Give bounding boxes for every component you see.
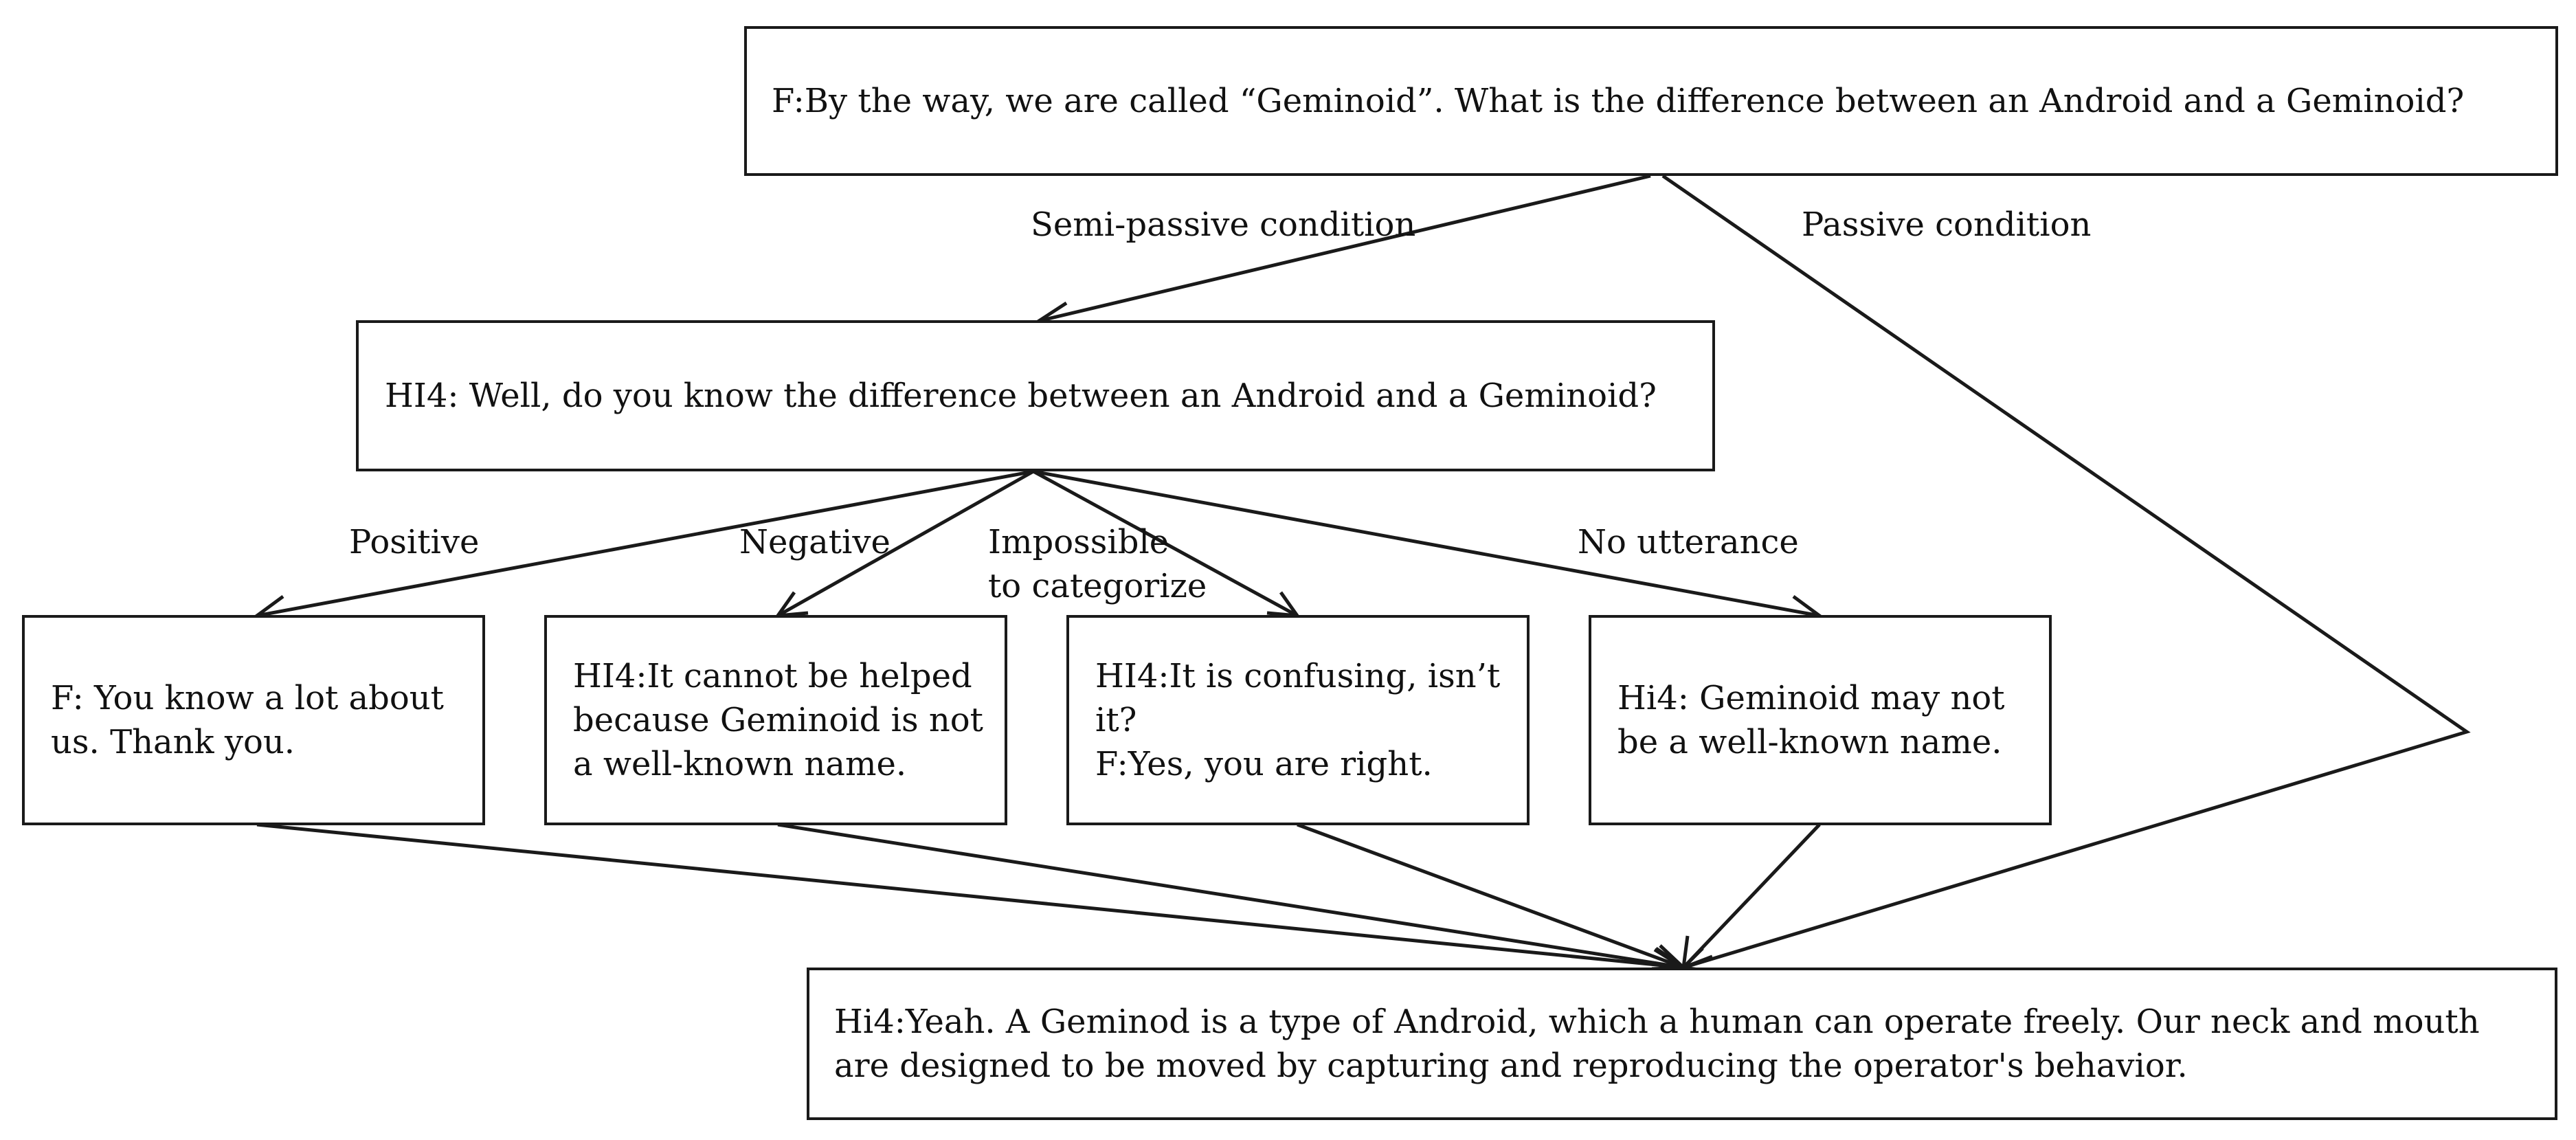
impossible-reply-line-3: F:Yes, you are right. xyxy=(1095,745,1433,783)
final-answer-line-1: Hi4:Yeah. A Geminod is a type of Android… xyxy=(834,1003,2480,1041)
arrow-impossible-to-final xyxy=(1297,823,1688,971)
label-passive-condition: Passive condition xyxy=(1802,205,2092,244)
no-utterance-reply-box: Hi4: Geminoid may not be a well-known na… xyxy=(1589,615,2052,825)
no-utterance-reply-line-2: be a well-known name. xyxy=(1617,723,2002,761)
label-semi-passive-condition: Semi-passive condition xyxy=(1031,205,1416,244)
label-no-utterance: No utterance xyxy=(1578,523,1799,561)
label-impossible-line-2: to categorize xyxy=(988,567,1207,605)
hi4-question-text: HI4: Well, do you know the difference be… xyxy=(385,377,1657,415)
final-answer-box: Hi4:Yeah. A Geminod is a type of Android… xyxy=(807,968,2557,1120)
positive-reply-line-1: F: You know a lot about xyxy=(51,679,444,717)
hi4-question-box: HI4: Well, do you know the difference be… xyxy=(356,320,1715,471)
negative-reply-box: HI4:It cannot be helped because Geminoid… xyxy=(544,615,1007,825)
top-question-box: F:By the way, we are called “Geminoid”. … xyxy=(744,26,2558,176)
impossible-reply-line-1: HI4:It is confusing, isn’t xyxy=(1095,657,1501,695)
label-positive: Positive xyxy=(349,523,480,561)
positive-reply-box: F: You know a lot about us. Thank you. xyxy=(22,615,485,825)
arrow-top-to-hi4-question xyxy=(1034,174,1651,330)
arrow-negative-to-final xyxy=(777,823,1688,975)
no-utterance-reply-line-1: Hi4: Geminoid may not xyxy=(1617,679,2005,717)
final-answer-line-2: are designed to be moved by capturing an… xyxy=(834,1047,2188,1085)
negative-reply-line-2: because Geminoid is not xyxy=(573,701,983,739)
arrow-no-utterance-to-final xyxy=(1681,823,1821,970)
arrow-top-to-final-passive xyxy=(1661,174,2471,974)
negative-reply-line-3: a well-known name. xyxy=(573,745,907,783)
label-impossible-line-1: Impossible xyxy=(988,523,1169,561)
impossible-reply-box: HI4:It is confusing, isn’t it? F:Yes, yo… xyxy=(1066,615,1530,825)
positive-reply-line-2: us. Thank you. xyxy=(51,723,295,761)
top-question-text: F:By the way, we are called “Geminoid”. … xyxy=(772,82,2465,120)
negative-reply-line-1: HI4:It cannot be helped xyxy=(573,657,972,695)
arrow-positive-to-final xyxy=(256,823,1688,976)
label-negative: Negative xyxy=(739,523,891,561)
impossible-reply-line-2: it? xyxy=(1095,701,1137,739)
